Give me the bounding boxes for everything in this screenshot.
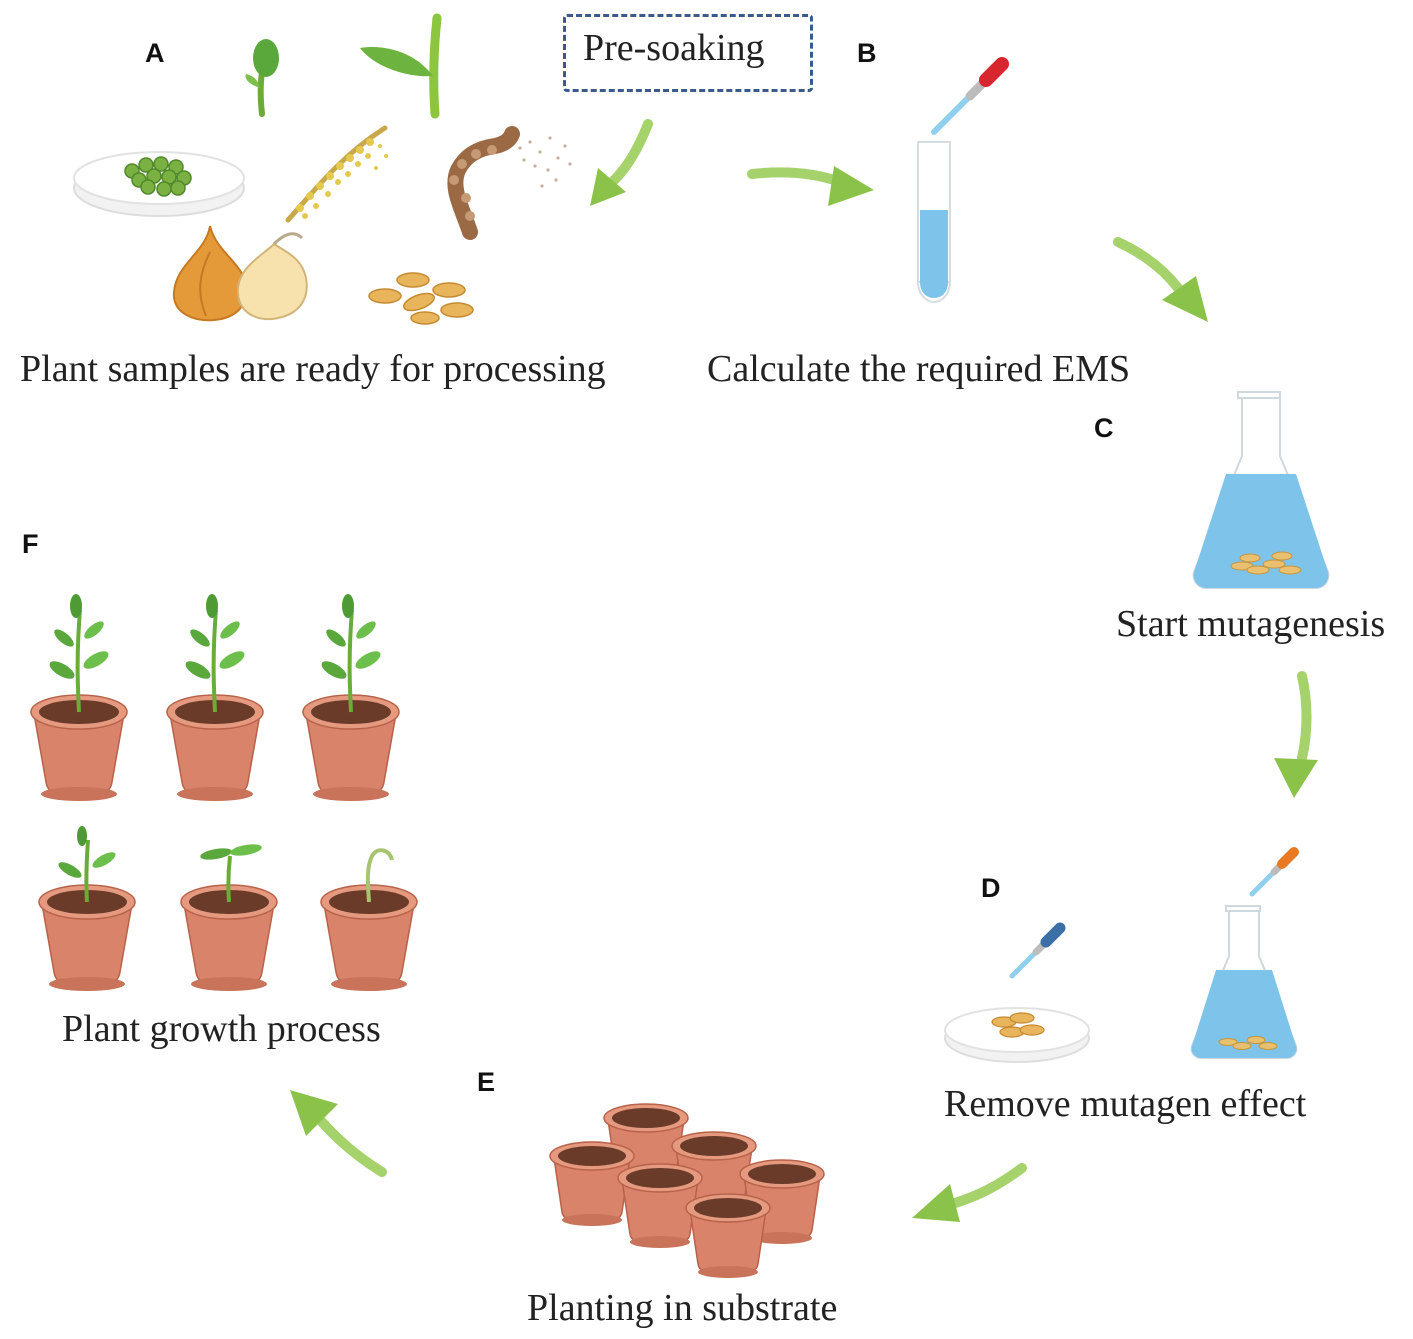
panel-letter-e: E <box>477 1067 496 1097</box>
caption-c: Start mutagenesis <box>1116 603 1386 645</box>
arrow-icon <box>1274 671 1318 798</box>
arrow-icon <box>747 166 874 206</box>
flask-icon <box>1190 905 1298 1059</box>
root-icon <box>447 126 572 240</box>
pollen-icon <box>285 125 388 223</box>
sprout-icon <box>245 39 279 117</box>
caption-d: Remove mutagen effect <box>944 1083 1307 1125</box>
leaf-icon <box>360 13 442 119</box>
caption-b: Calculate the required EMS <box>707 348 1131 390</box>
onion-icon <box>172 225 308 322</box>
caption-a: Plant samples are ready for processing <box>20 348 606 390</box>
dropper-icon <box>931 57 1009 135</box>
petri-dish-icon <box>73 151 245 217</box>
seeds-icon <box>368 272 474 325</box>
flower-pot-group <box>549 1103 825 1279</box>
dropper-icon <box>1249 847 1299 897</box>
panel-letter-f: F <box>22 529 39 559</box>
caption-e: Planting in substrate <box>527 1287 838 1329</box>
flower-pot-group <box>30 592 418 992</box>
arrow-icon <box>912 1163 1027 1222</box>
panel-letter-b: B <box>857 38 877 68</box>
arrow-icon <box>290 1090 387 1177</box>
panel-letter-c: C <box>1094 413 1114 443</box>
presoak-label: Pre-soaking <box>583 27 765 69</box>
arrow-icon <box>590 119 653 206</box>
petri-dish-icon <box>944 1007 1090 1063</box>
flask-icon <box>1192 391 1330 589</box>
arrow-icon <box>1113 237 1208 322</box>
panel-letter-a: A <box>145 38 165 68</box>
dropper-icon <box>1009 922 1066 979</box>
panel-letter-d: D <box>981 873 1001 903</box>
caption-f: Plant growth process <box>62 1008 381 1050</box>
presoak-box <box>563 14 813 92</box>
test-tube-icon <box>917 141 951 304</box>
